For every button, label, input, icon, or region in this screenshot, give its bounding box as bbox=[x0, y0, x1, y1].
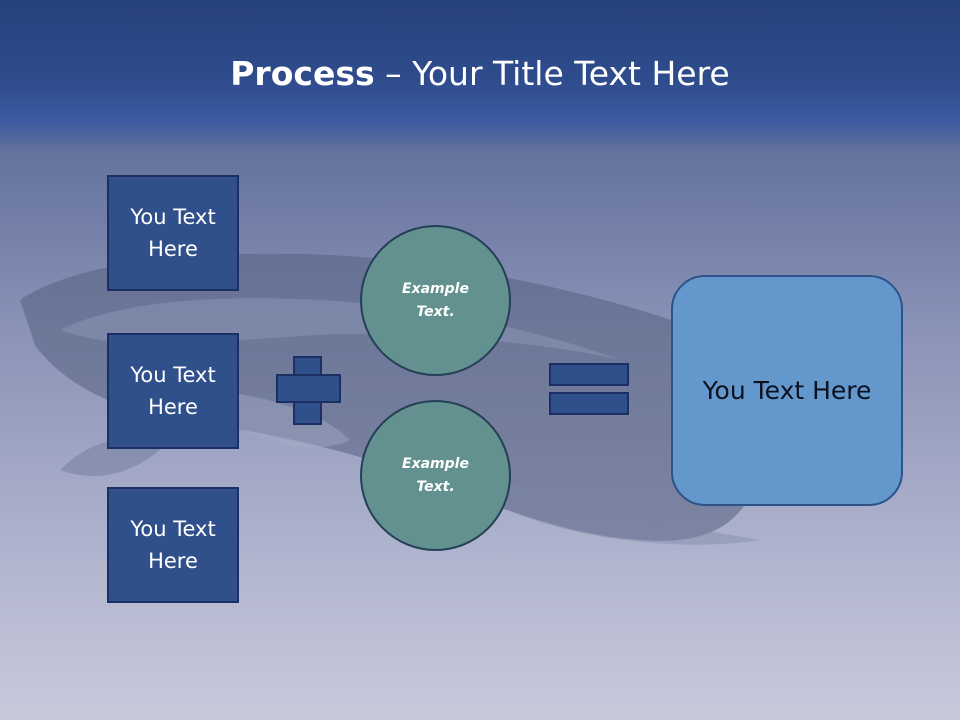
left-box-label: You Text Here bbox=[130, 363, 216, 419]
left-box-label: You Text Here bbox=[130, 205, 216, 261]
slide-title: Process – Your Title Text Here bbox=[0, 52, 960, 96]
title-rest-part: – Your Title Text Here bbox=[374, 54, 730, 93]
circle-2: Example Text. bbox=[360, 400, 511, 551]
circle-1: Example Text. bbox=[360, 225, 511, 376]
plus-icon-center bbox=[295, 376, 320, 401]
title-bold-part: Process bbox=[230, 54, 375, 93]
result-box: You Text Here bbox=[671, 275, 903, 506]
left-box-3: You Text Here bbox=[107, 487, 239, 603]
equals-icon-bottom-bar bbox=[549, 392, 629, 415]
left-box-label: You Text Here bbox=[130, 517, 216, 573]
left-box-1: You Text Here bbox=[107, 175, 239, 291]
title-band bbox=[0, 0, 960, 150]
result-box-label: You Text Here bbox=[702, 376, 872, 405]
equals-icon-top-bar bbox=[549, 363, 629, 386]
circle-label: Example Text. bbox=[402, 455, 469, 495]
left-box-2: You Text Here bbox=[107, 333, 239, 449]
circle-label: Example Text. bbox=[402, 280, 469, 320]
